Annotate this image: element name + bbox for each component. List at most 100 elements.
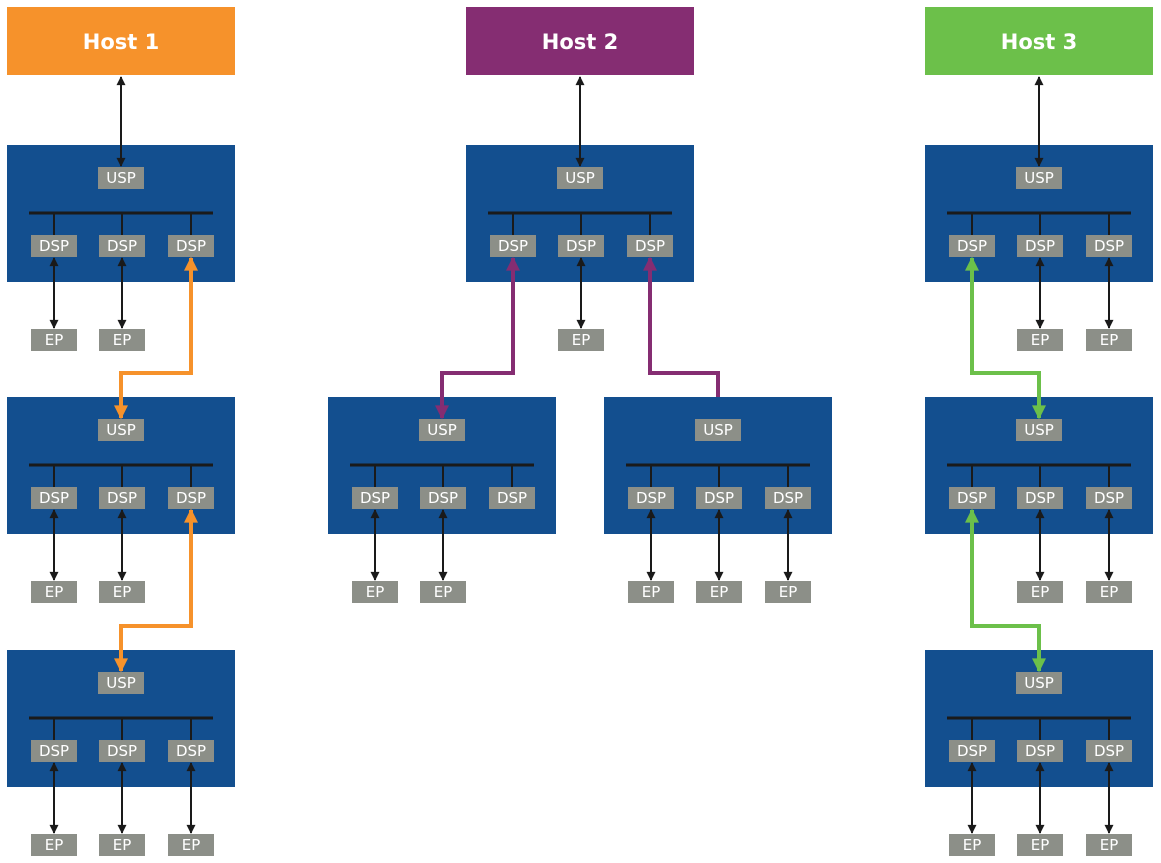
usp-port <box>1016 167 1062 189</box>
dsp-port-3 <box>627 235 673 257</box>
endpoint-box <box>31 329 77 351</box>
dsp-label-1: DSP <box>636 489 666 507</box>
host-box-3: Host 3 <box>925 7 1153 75</box>
dsp-port-2 <box>420 487 466 509</box>
dsp-label-2: DSP <box>107 742 137 760</box>
dsp-port-2 <box>1017 235 1063 257</box>
dsp-port-2 <box>1017 487 1063 509</box>
usp-port <box>419 419 465 441</box>
host-box-2-rect <box>466 7 694 75</box>
usp-label: USP <box>703 421 733 439</box>
endpoint-h3s3-1: EP <box>949 834 995 856</box>
endpoint-box <box>1086 581 1132 603</box>
endpoint-label: EP <box>572 331 591 349</box>
host-label-1: Host 1 <box>83 30 159 54</box>
usp-label: USP <box>106 421 136 439</box>
cascade-link-host2-b <box>643 256 720 397</box>
endpoint-h1s1-1: EP <box>31 329 77 351</box>
endpoint-box <box>352 581 398 603</box>
dsp-port-1 <box>949 235 995 257</box>
cascade-link-host1-a <box>114 256 198 420</box>
dsp-label-3: DSP <box>176 237 206 255</box>
dsp-port-1 <box>628 487 674 509</box>
dsp-label-2: DSP <box>1025 489 1055 507</box>
endpoint-label: EP <box>113 836 132 854</box>
endpoint-box <box>765 581 811 603</box>
endpoint-label: EP <box>642 583 661 601</box>
endpoint-h3s1-2: EP <box>1017 329 1063 351</box>
endpoint-label: EP <box>1031 836 1050 854</box>
endpoint-box <box>99 834 145 856</box>
host-box-3-rect <box>925 7 1153 75</box>
endpoint-h1s3-3: EP <box>168 834 214 856</box>
usp-port <box>695 419 741 441</box>
cascade-link-host1-b <box>114 508 198 673</box>
endpoint-h1s2-2: EP <box>99 581 145 603</box>
dsp-label-1: DSP <box>957 489 987 507</box>
endpoint-label: EP <box>1031 331 1050 349</box>
dsp-label-3: DSP <box>1094 237 1124 255</box>
usp-port <box>98 419 144 441</box>
dsp-label-2: DSP <box>428 489 458 507</box>
endpoint-h3s2-2: EP <box>1017 581 1063 603</box>
endpoint-h1s3-1: EP <box>31 834 77 856</box>
dsp-label-3: DSP <box>773 489 803 507</box>
endpoint-box <box>420 581 466 603</box>
cascade-link-host2-a <box>435 256 520 420</box>
endpoint-label: EP <box>1100 583 1119 601</box>
endpoint-label: EP <box>113 583 132 601</box>
endpoint-label: EP <box>434 583 453 601</box>
endpoint-label: EP <box>113 331 132 349</box>
endpoint-h2s2-2: EP <box>420 581 466 603</box>
dsp-port-1 <box>490 235 536 257</box>
dsp-label-2: DSP <box>107 237 137 255</box>
dsp-label-1: DSP <box>39 742 69 760</box>
host-box-2: Host 2 <box>466 7 694 75</box>
endpoint-label: EP <box>366 583 385 601</box>
dsp-port-2 <box>99 740 145 762</box>
endpoint-box <box>1086 834 1132 856</box>
host-box-1: Host 1 <box>7 7 235 75</box>
cascade-link-host3-b <box>965 508 1046 673</box>
endpoint-box <box>628 581 674 603</box>
dsp-port-2 <box>558 235 604 257</box>
usp-port <box>1016 419 1062 441</box>
endpoint-h1s1-2: EP <box>99 329 145 351</box>
endpoint-label: EP <box>182 836 201 854</box>
dsp-port-2 <box>99 487 145 509</box>
endpoint-label: EP <box>45 331 64 349</box>
usp-port <box>98 672 144 694</box>
usp-port <box>557 167 603 189</box>
cascade-link-host3-a <box>965 256 1046 420</box>
endpoint-h3s1-3: EP <box>1086 329 1132 351</box>
usp-label: USP <box>1024 674 1054 692</box>
endpoint-h3s2-3: EP <box>1086 581 1132 603</box>
endpoint-label: EP <box>1031 583 1050 601</box>
dsp-port-3 <box>168 235 214 257</box>
endpoint-label: EP <box>1100 836 1119 854</box>
dsp-label-1: DSP <box>360 489 390 507</box>
usp-label: USP <box>106 674 136 692</box>
endpoint-label: EP <box>779 583 798 601</box>
dsp-port-2 <box>99 235 145 257</box>
usp-label: USP <box>1024 169 1054 187</box>
endpoint-h2s3-1: EP <box>628 581 674 603</box>
endpoint-box <box>696 581 742 603</box>
dsp-label-3: DSP <box>176 742 206 760</box>
host-label-2: Host 2 <box>542 30 618 54</box>
endpoint-box <box>1017 834 1063 856</box>
usp-port <box>1016 672 1062 694</box>
endpoint-label: EP <box>963 836 982 854</box>
dsp-label-1: DSP <box>957 742 987 760</box>
dsp-port-3 <box>765 487 811 509</box>
dsp-port-1 <box>31 487 77 509</box>
dsp-port-1 <box>31 740 77 762</box>
dsp-port-3 <box>168 740 214 762</box>
endpoint-h1s2-1: EP <box>31 581 77 603</box>
dsp-label-3: DSP <box>176 489 206 507</box>
endpoint-box <box>31 581 77 603</box>
endpoint-h2s1-2: EP <box>558 329 604 351</box>
endpoint-label: EP <box>45 836 64 854</box>
endpoint-label: EP <box>45 583 64 601</box>
